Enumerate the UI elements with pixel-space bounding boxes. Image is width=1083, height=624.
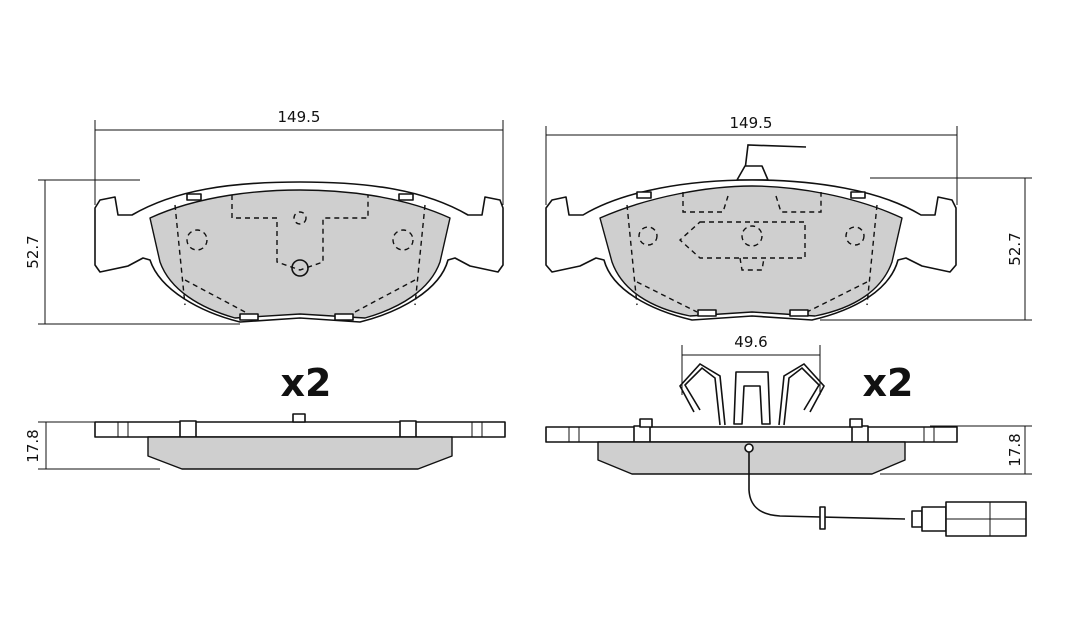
right-height-dimension: 52.7 [820, 177, 1032, 321]
spring-width-label: 49.6 [734, 333, 767, 351]
right-quantity-label: x2 [863, 361, 914, 405]
left-width-dimension: 149.5 [94, 108, 504, 205]
left-friction-pad [149, 189, 451, 319]
left-thickness-label: 17.8 [24, 429, 42, 462]
left-height-label: 52.7 [24, 235, 42, 268]
right-side-backing-plate [545, 426, 958, 443]
right-height-label: 52.7 [1006, 232, 1024, 265]
right-side-friction-pad [597, 441, 906, 475]
left-quantity-label: x2 [281, 361, 332, 405]
left-pad-side-view: 17.8 [24, 413, 506, 470]
left-pad-front-view: 149.5 52.7 [24, 108, 504, 325]
left-thickness-dimension: 17.8 [24, 421, 160, 470]
right-pad-side-view: 49.6 17.8 [545, 333, 1032, 537]
right-thickness-label: 17.8 [1006, 433, 1024, 466]
right-thickness-dimension: 17.8 [880, 425, 1032, 475]
right-friction-pad [599, 185, 903, 317]
spring-width-dimension: 49.6 [681, 333, 821, 395]
left-width-label: 149.5 [278, 108, 321, 126]
left-height-dimension: 52.7 [24, 179, 240, 325]
left-side-friction-pad [147, 436, 453, 470]
right-width-dimension: 149.5 [545, 114, 958, 205]
anti-rattle-spring [679, 362, 825, 426]
right-pad-front-view: 149.5 52.7 [545, 114, 1032, 321]
right-width-label: 149.5 [730, 114, 773, 132]
wear-sensor-cable [744, 443, 1027, 537]
left-side-backing-plate [94, 421, 506, 438]
